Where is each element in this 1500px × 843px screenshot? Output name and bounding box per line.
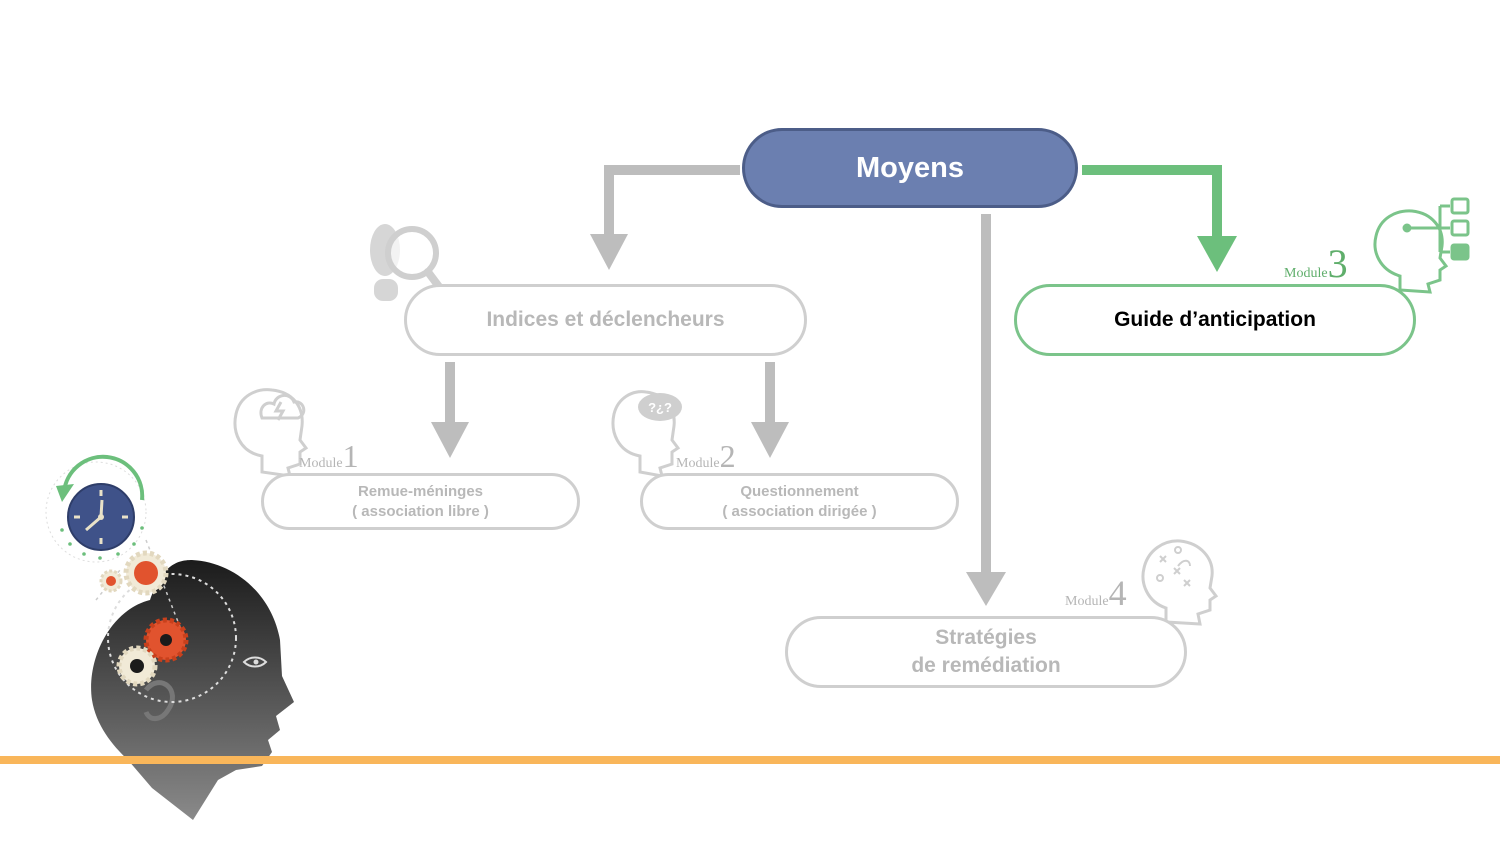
head-question-icon: ?¿? bbox=[611, 390, 682, 478]
arrow-to-guide bbox=[1082, 165, 1237, 272]
node-questionnement: Questionnement ( association dirigée ) bbox=[640, 473, 959, 530]
module-2-number: 2 bbox=[719, 438, 736, 474]
node-guide-anticipation: Guide d’anticipation bbox=[1014, 284, 1416, 356]
node-moyens-label: Moyens bbox=[856, 151, 964, 184]
node-remue-meninges: Remue-méninges ( association libre ) bbox=[261, 473, 580, 530]
arrow-to-strategies bbox=[966, 214, 1006, 606]
module-4-label: Module4 bbox=[1065, 572, 1127, 614]
orange-divider-line bbox=[0, 756, 1500, 764]
node-indices-declencheurs: Indices et déclencheurs bbox=[404, 284, 807, 356]
head-storm-icon bbox=[233, 388, 309, 478]
node-question-line2: ( association dirigée ) bbox=[722, 502, 877, 520]
module-1-word: Module bbox=[299, 456, 343, 471]
head-flowchart-icon bbox=[1373, 197, 1470, 294]
module-2-word: Module bbox=[676, 456, 720, 471]
module-3-word: Module bbox=[1284, 266, 1328, 281]
arrow-to-remue bbox=[431, 362, 469, 458]
module-4-number: 4 bbox=[1108, 573, 1127, 613]
module-3-number: 3 bbox=[1327, 241, 1348, 286]
module-2-label: Module2 bbox=[676, 438, 736, 475]
node-strategies-line1: Stratégies bbox=[935, 626, 1037, 649]
module-3-label: Module3 bbox=[1284, 240, 1348, 287]
arrow-to-questionnement bbox=[751, 362, 789, 458]
node-moyens: Moyens bbox=[742, 128, 1078, 208]
node-strategies-remediation: Stratégies de remédiation bbox=[785, 616, 1187, 688]
node-remue-line2: ( association libre ) bbox=[352, 502, 489, 520]
arrow-to-indices bbox=[590, 165, 740, 270]
node-strategies-line2: de remédiation bbox=[911, 654, 1061, 677]
module-4-word: Module bbox=[1065, 594, 1109, 609]
module-1-label: Module1 bbox=[299, 438, 359, 475]
head-clock-gears-icon bbox=[45, 454, 295, 820]
svg-text:?¿?: ?¿? bbox=[648, 400, 672, 415]
node-guide-label: Guide d’anticipation bbox=[1114, 308, 1316, 331]
node-indices-label: Indices et déclencheurs bbox=[486, 308, 725, 331]
node-question-line1: Questionnement bbox=[740, 482, 859, 500]
head-strategy-icon bbox=[1141, 539, 1219, 626]
node-remue-line1: Remue-méninges bbox=[357, 482, 484, 500]
module-1-number: 1 bbox=[342, 438, 359, 474]
